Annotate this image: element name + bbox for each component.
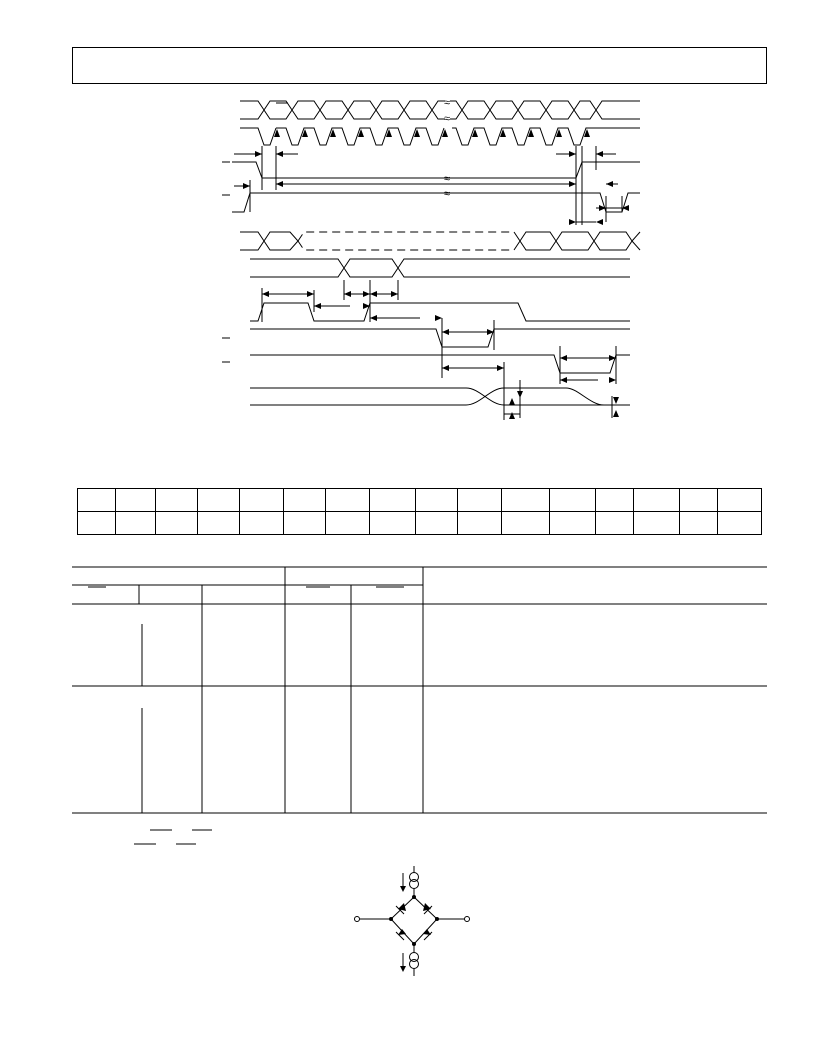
din-row bbox=[250, 258, 630, 278]
timing-cell bbox=[415, 511, 458, 535]
timing-cell bbox=[457, 511, 502, 535]
output-b bbox=[250, 387, 630, 406]
timing-cell bbox=[325, 511, 370, 535]
timing-cell bbox=[239, 488, 284, 512]
busy-row bbox=[250, 302, 630, 322]
rfs-row bbox=[232, 192, 640, 213]
timing-cell bbox=[717, 511, 762, 535]
svg-text:≈: ≈ bbox=[444, 97, 450, 109]
hold-row bbox=[250, 354, 630, 374]
timing-cell bbox=[501, 511, 550, 535]
svg-text:≈: ≈ bbox=[444, 188, 450, 200]
timing-cell bbox=[239, 511, 284, 535]
timing-cell bbox=[283, 511, 326, 535]
clock-row bbox=[240, 127, 640, 146]
timing-cell bbox=[77, 511, 116, 535]
timing-cell bbox=[115, 511, 156, 535]
timing-table-row bbox=[77, 511, 762, 535]
svg-text:≈: ≈ bbox=[444, 173, 450, 185]
timing-diagram: ≈ ≈ ≈ ≈ bbox=[222, 97, 641, 420]
timing-cell bbox=[549, 511, 596, 535]
timing-table-row bbox=[77, 488, 762, 512]
dout-row bbox=[240, 231, 641, 251]
bus-row-top bbox=[240, 100, 640, 120]
cs-row bbox=[232, 161, 640, 179]
timing-cell bbox=[717, 488, 762, 512]
header-box bbox=[72, 47, 767, 84]
acqu-row bbox=[250, 328, 630, 348]
truth-table bbox=[72, 566, 767, 845]
timing-cell bbox=[155, 511, 198, 535]
svg-text:≈: ≈ bbox=[444, 113, 450, 125]
timing-table bbox=[77, 488, 762, 535]
